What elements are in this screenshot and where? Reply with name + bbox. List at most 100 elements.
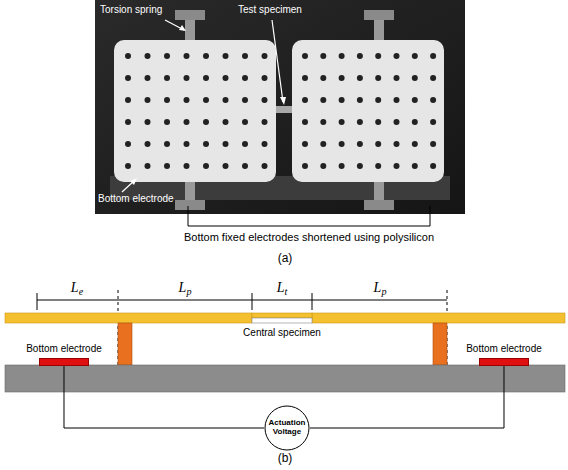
anchor-post xyxy=(118,323,132,365)
release-hole xyxy=(145,163,151,169)
release-hole xyxy=(375,97,381,103)
release-hole xyxy=(262,163,268,169)
release-hole xyxy=(430,141,436,147)
release-hole xyxy=(164,53,170,59)
release-hole xyxy=(412,141,418,147)
substrate xyxy=(5,365,565,392)
part-label: Bottom fixed electrodes shortened using … xyxy=(184,231,434,243)
release-hole xyxy=(125,119,131,125)
release-hole xyxy=(320,119,326,125)
release-hole xyxy=(412,75,418,81)
release-hole xyxy=(184,141,190,147)
wire xyxy=(310,366,504,428)
part-label: Test specimen xyxy=(238,4,302,15)
release-hole xyxy=(242,53,248,59)
electrode-label: Bottom electrode xyxy=(464,343,544,354)
part-label: (a) xyxy=(278,252,293,265)
release-hole xyxy=(164,119,170,125)
release-hole xyxy=(357,119,363,125)
release-hole xyxy=(262,97,268,103)
anchor xyxy=(175,200,205,210)
dimension-label: Le xyxy=(71,280,83,295)
release-hole xyxy=(302,97,308,103)
release-hole xyxy=(145,141,151,147)
release-hole xyxy=(203,119,209,125)
release-hole xyxy=(223,119,229,125)
release-hole xyxy=(320,75,326,81)
plate xyxy=(292,40,444,182)
release-hole xyxy=(164,97,170,103)
release-hole xyxy=(430,119,436,125)
central-specimen xyxy=(252,313,312,318)
release-hole xyxy=(375,141,381,147)
release-hole xyxy=(339,97,345,103)
electrode-label: Bottom electrode xyxy=(24,343,104,354)
release-hole xyxy=(184,97,190,103)
release-hole xyxy=(412,97,418,103)
release-hole xyxy=(262,75,268,81)
release-hole xyxy=(203,163,209,169)
release-hole xyxy=(302,53,308,59)
release-hole xyxy=(394,97,400,103)
voltage-source: Actuation Voltage xyxy=(264,405,310,451)
anchor-post xyxy=(433,323,447,365)
plate xyxy=(114,40,276,182)
beam xyxy=(5,313,252,323)
anchor xyxy=(364,10,394,20)
electrode-bar xyxy=(39,358,89,366)
release-hole xyxy=(164,141,170,147)
wire xyxy=(64,366,264,428)
arrowhead xyxy=(130,178,137,185)
part-label: Torsion spring xyxy=(100,4,162,15)
release-hole xyxy=(145,119,151,125)
release-hole xyxy=(262,141,268,147)
release-hole xyxy=(339,75,345,81)
release-hole xyxy=(242,141,248,147)
release-hole xyxy=(223,53,229,59)
part-label: (b) xyxy=(278,452,293,465)
release-hole xyxy=(357,163,363,169)
photo-ground xyxy=(95,0,465,214)
release-hole xyxy=(203,75,209,81)
release-hole xyxy=(242,75,248,81)
release-hole xyxy=(430,97,436,103)
release-hole xyxy=(242,119,248,125)
release-hole xyxy=(430,163,436,169)
release-hole xyxy=(125,75,131,81)
beam xyxy=(312,313,565,323)
release-hole xyxy=(125,97,131,103)
release-hole xyxy=(394,163,400,169)
release-hole xyxy=(242,163,248,169)
release-hole xyxy=(145,75,151,81)
release-hole xyxy=(375,163,381,169)
release-hole xyxy=(320,53,326,59)
release-hole xyxy=(339,141,345,147)
anchor xyxy=(364,200,394,210)
release-hole xyxy=(262,53,268,59)
release-hole xyxy=(339,119,345,125)
release-hole xyxy=(357,97,363,103)
release-hole xyxy=(430,75,436,81)
release-hole xyxy=(394,119,400,125)
release-hole xyxy=(339,53,345,59)
release-hole xyxy=(302,119,308,125)
release-hole xyxy=(394,53,400,59)
arrowhead xyxy=(179,25,186,31)
bottom-electrode: Bottom electrode xyxy=(24,343,104,366)
release-hole xyxy=(242,97,248,103)
release-hole xyxy=(375,75,381,81)
release-hole xyxy=(394,141,400,147)
part-label: Bottom electrode xyxy=(98,193,174,204)
release-hole xyxy=(125,163,131,169)
release-hole xyxy=(320,141,326,147)
release-hole xyxy=(339,163,345,169)
release-hole xyxy=(184,53,190,59)
source-label: Actuation Voltage xyxy=(268,419,306,437)
dimension-label: Lp xyxy=(374,280,387,295)
release-hole xyxy=(302,163,308,169)
leader-line xyxy=(272,20,283,102)
release-hole xyxy=(184,119,190,125)
release-hole xyxy=(357,141,363,147)
dimension-label: Lp xyxy=(179,280,192,295)
release-hole xyxy=(302,75,308,81)
